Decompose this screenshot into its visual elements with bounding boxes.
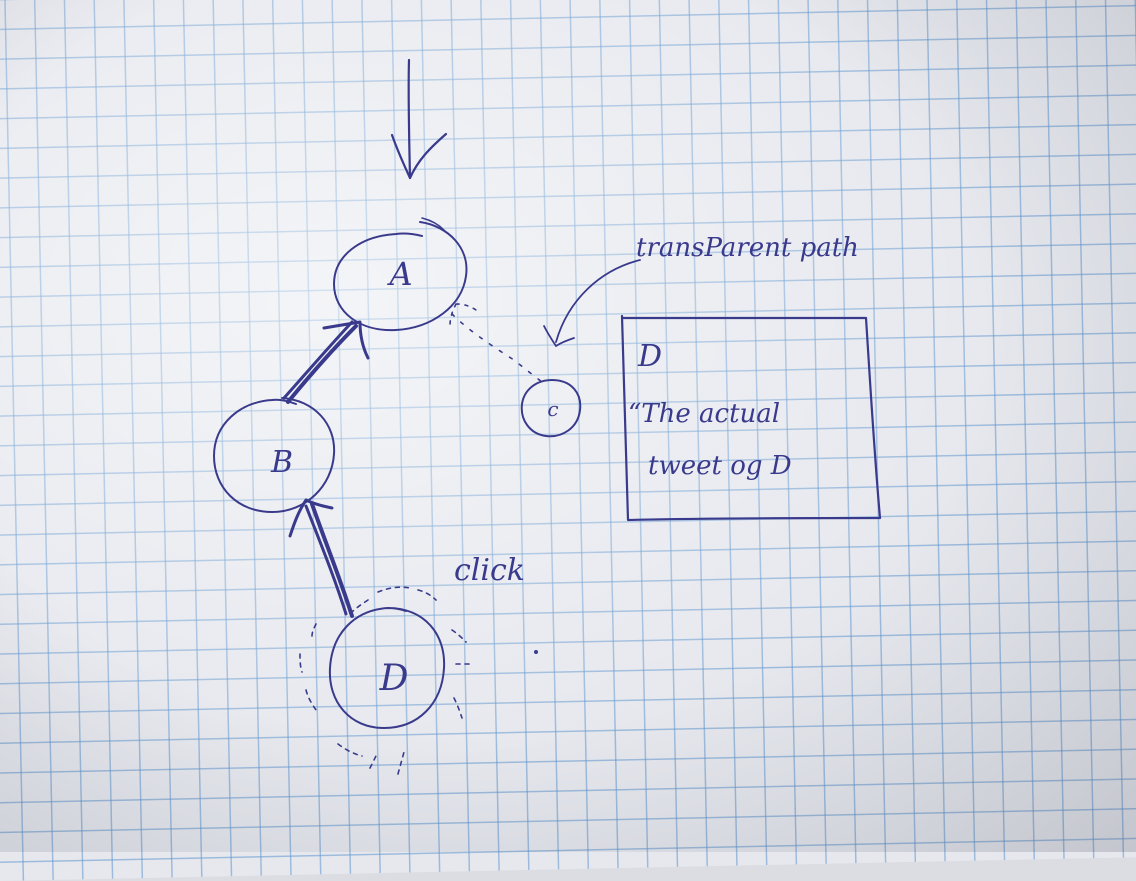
node-c-label: c: [547, 397, 558, 421]
click-burst-marks: [299, 586, 473, 775]
node-a: A: [333, 217, 468, 332]
tweet-detail-box: D “The actual tweet og D: [620, 314, 882, 522]
transparent-path-pointer: [543, 259, 641, 347]
node-a-label: A: [386, 255, 412, 293]
arrow-d-to-b: [288, 498, 354, 618]
arrow-b-to-a: [282, 320, 370, 404]
transparent-path-label: transParent path: [636, 233, 859, 263]
detail-box-title: D: [637, 339, 662, 374]
node-b-label: B: [270, 445, 293, 480]
hand-drawn-diagram: A B c transParent path D: [213, 58, 882, 775]
entry-arrow: [390, 58, 448, 180]
node-b: B: [213, 397, 336, 513]
transparent-path-edge: [449, 303, 543, 383]
stray-dot: [534, 650, 538, 654]
detail-box-line2: tweet og D: [648, 451, 792, 481]
node-d: D: [328, 607, 446, 729]
click-label: click: [454, 553, 525, 588]
node-d-label: D: [379, 658, 409, 699]
node-c: c: [520, 379, 582, 438]
detail-box-line1: “The actual: [628, 399, 780, 429]
